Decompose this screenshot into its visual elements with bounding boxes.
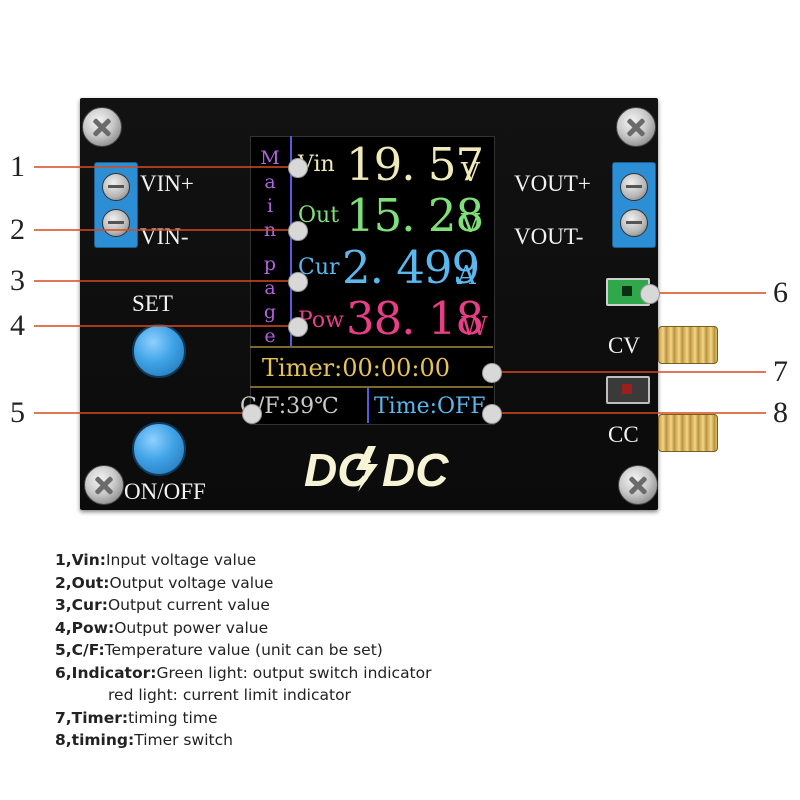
set-label: SET <box>132 291 173 316</box>
vin-minus-terminal-screw[interactable] <box>102 209 130 237</box>
vout-terminal-block <box>612 162 656 248</box>
vout-minus-label: VOUT- <box>514 224 584 249</box>
main-page-char <box>258 242 282 252</box>
vin-minus-label: VIN- <box>140 224 189 249</box>
main-page-char: p <box>263 253 277 275</box>
legend-text: Green light: output switch indicator <box>156 663 432 682</box>
main-page-char: M <box>260 147 280 169</box>
main-page-char: e <box>264 325 276 347</box>
legend-text: Output voltage value <box>109 573 274 592</box>
corner-screw-bottom-right <box>618 465 658 505</box>
callout-marker-7 <box>482 363 502 383</box>
main-page-char: i <box>266 195 274 217</box>
legend-item-timing: 8,timing:Timer switch <box>55 729 755 752</box>
callout-number-3: 3 <box>10 264 25 297</box>
legend-key: 3,Cur: <box>55 596 108 614</box>
main-page-char: a <box>264 277 276 299</box>
lcd-pow-label: Pow <box>298 308 344 333</box>
legend-key: 5,C/F: <box>55 641 105 659</box>
main-page-char: a <box>264 171 276 193</box>
corner-screw-top-left <box>82 107 122 147</box>
callout-number-7: 7 <box>773 355 788 388</box>
legend-item-indicator: 6,Indicator:Green light: output switch i… <box>55 662 755 685</box>
lcd-vin-unit: V <box>461 158 480 188</box>
lcd-temperature-readout: C/F:39℃ <box>240 394 339 419</box>
lcd-divider-top <box>250 346 493 348</box>
logo-text-right: DC <box>382 444 449 496</box>
vout-plus-terminal-screw[interactable] <box>620 173 648 201</box>
legend-text: timing time <box>128 708 218 727</box>
legend-key: 6,Indicator: <box>55 663 157 682</box>
legend-text: Output current value <box>107 596 270 614</box>
legend-item-vin: 1,Vin:Input voltage value <box>55 549 755 572</box>
callout-marker-4 <box>288 317 308 337</box>
lcd-divider-bottom-vertical <box>367 388 369 423</box>
legend-text: Timer switch <box>134 731 233 749</box>
legend-text: Input voltage value <box>105 551 257 569</box>
current-limit-indicator-led <box>606 376 650 404</box>
lcd-pow-unit: W <box>461 312 488 342</box>
lcd-divider-vertical <box>290 136 292 346</box>
legend-item-pow: 4,Pow:Output power value <box>55 617 755 640</box>
cc-potentiometer[interactable] <box>658 414 718 452</box>
callout-marker-8 <box>482 404 502 424</box>
legend-key: 1,Vin: <box>55 551 106 569</box>
lcd-out-unit: V <box>461 209 480 239</box>
legend: 1,Vin:Input voltage value 2,Out:Output v… <box>55 549 755 752</box>
legend-key: 7,Timer: <box>55 708 129 727</box>
corner-screw-bottom-left <box>84 465 124 505</box>
legend-item-out: 2,Out:Output voltage value <box>55 572 755 595</box>
legend-key: 2,Out: <box>55 573 110 592</box>
legend-text: Temperature value (unit can be set) <box>104 641 383 659</box>
legend-key: 8,timing: <box>55 731 135 749</box>
legend-item-cf: 5,C/F:Temperature value (unit can be set… <box>55 639 755 662</box>
lcd-out-value: 15. 28 <box>346 189 484 242</box>
vin-plus-label: VIN+ <box>140 171 194 196</box>
main-page-char: g <box>263 301 277 323</box>
lightning-bolt-icon <box>356 446 378 492</box>
lcd-cur-unit: A <box>457 261 476 291</box>
lcd-timing-readout: Time:OFF <box>374 394 486 419</box>
main-page-char: n <box>263 219 277 241</box>
callout-number-6: 6 <box>773 276 788 309</box>
legend-item-indicator-red: red light: current limit indicator <box>55 684 755 707</box>
vout-minus-terminal-screw[interactable] <box>620 209 648 237</box>
onoff-button[interactable] <box>132 422 186 476</box>
callout-number-5: 5 <box>10 396 25 429</box>
lcd-out-label: Out <box>298 203 340 228</box>
legend-key: 4,Pow: <box>55 618 115 637</box>
callout-number-2: 2 <box>10 213 25 246</box>
lcd-pow-value: 38. 18 <box>346 292 484 345</box>
callout-marker-2 <box>288 221 308 241</box>
callout-number-1: 1 <box>10 150 25 183</box>
lcd-vin-value: 19. 57 <box>346 138 484 191</box>
lcd-cur-value: 2. 499 <box>342 241 480 294</box>
callout-marker-3 <box>288 272 308 292</box>
dc-dc-logo: DC DC <box>304 444 449 496</box>
callout-number-4: 4 <box>10 309 25 342</box>
legend-item-timer: 7,Timer:timing time <box>55 707 755 730</box>
vin-plus-terminal-screw[interactable] <box>102 173 130 201</box>
legend-item-cur: 3,Cur:Output current value <box>55 594 755 617</box>
lcd-timer-readout: Timer:00:00:00 <box>262 354 450 382</box>
corner-screw-top-right <box>616 107 656 147</box>
lcd-main-page-label: M a i n p a g e <box>258 146 282 348</box>
cv-label: CV <box>608 333 640 358</box>
cc-label: CC <box>608 422 639 447</box>
vin-terminal-block <box>94 162 138 248</box>
cv-potentiometer[interactable] <box>658 326 718 364</box>
set-button[interactable] <box>132 324 186 378</box>
vout-plus-label: VOUT+ <box>514 171 591 196</box>
lcd-cur-label: Cur <box>298 255 340 280</box>
callout-number-8: 8 <box>773 396 788 429</box>
onoff-label: ON/OFF <box>124 479 206 504</box>
legend-text: Output power value <box>114 618 269 637</box>
callout-marker-6 <box>640 284 660 304</box>
callout-marker-5 <box>242 404 262 424</box>
callout-marker-1 <box>288 158 308 178</box>
legend-text: red light: current limit indicator <box>108 686 351 704</box>
lcd-divider-middle <box>250 386 493 388</box>
